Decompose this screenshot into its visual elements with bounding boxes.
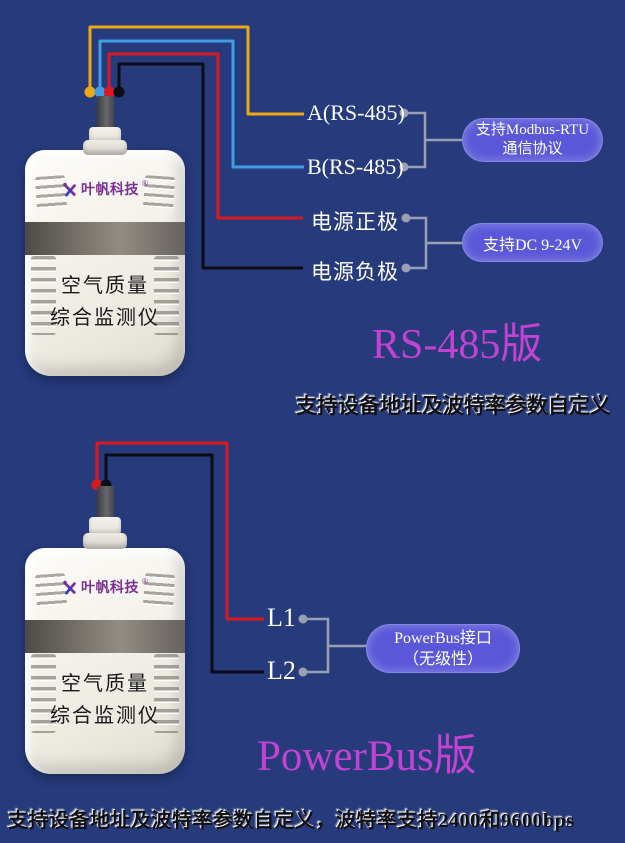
brand-name: 叶帆科技: [81, 579, 140, 595]
brand-row: 叶帆科技 ®: [25, 577, 185, 596]
label-b-rs485: B(RS-485): [307, 154, 404, 179]
callout-powerbus-line1: PowerBus接口: [394, 629, 492, 647]
callout-modbus-line2: 通信协议: [502, 141, 563, 157]
callout-dc-power: 支持DC 9-24V: [462, 223, 603, 262]
wire-power-negative: [117, 62, 303, 270]
terminal-red: [104, 86, 115, 98]
device-name-line1: 空气质量: [61, 275, 149, 297]
label-l1: L1: [267, 603, 296, 632]
label-a-rs485: A(RS-485): [307, 100, 405, 125]
label-power-positive: 电源正极: [311, 210, 399, 234]
registered-mark: ®: [142, 179, 148, 188]
device-name: 空气质量 综合监测仪: [25, 270, 185, 334]
callout-powerbus: PowerBus接口 （无级性）: [366, 624, 520, 673]
bracket-rs485: [404, 111, 427, 169]
callout-modbus: 支持Modbus-RTU 通信协议: [462, 118, 603, 162]
label-l2: L2: [267, 656, 296, 685]
dot-l2: [298, 667, 308, 677]
device-powerbus: 叶帆科技 ® 空气质量 综合监测仪: [25, 486, 185, 774]
registered-mark: ®: [142, 577, 148, 586]
wire-powerbus-l2: [104, 453, 264, 674]
device-band: [25, 620, 185, 653]
wire-powerbus-l1: [95, 441, 264, 621]
brand-name: 叶帆科技: [81, 181, 140, 197]
cable-gland-flange: [83, 533, 127, 549]
wire-rs485-b: [98, 39, 304, 169]
callout-dc-power-text: 支持DC 9-24V: [482, 236, 583, 254]
terminal-orange: [84, 86, 96, 98]
terminal-black: [113, 86, 125, 98]
device-name: 空气质量 综合监测仪: [25, 668, 185, 732]
cable-gland: [89, 127, 121, 143]
callout-powerbus-line2: （无级性）: [402, 650, 483, 668]
vent-bottom-left: [31, 256, 56, 335]
dot-l1: [298, 614, 308, 624]
device-name-line2: 综合监测仪: [50, 307, 160, 329]
dot-b: [399, 162, 409, 172]
vent-bottom-right: [154, 256, 179, 335]
dot-power-neg: [401, 263, 411, 273]
device-name-line1: 空气质量: [61, 673, 149, 695]
version-title-rs485: RS-485版: [372, 322, 543, 368]
device-rs485: 叶帆科技 ® 空气质量 综合监测仪: [25, 96, 185, 376]
dot-power-pos: [401, 213, 411, 223]
callout-modbus-line1: 支持Modbus-RTU: [475, 122, 590, 138]
wire-power-positive: [107, 52, 303, 220]
cable-gland-flange: [83, 140, 127, 155]
bracket-powerbus: [303, 617, 330, 674]
terminal-blue: [94, 86, 106, 98]
cable: [97, 96, 114, 134]
bracket-power: [406, 216, 428, 270]
device-band: [25, 222, 185, 255]
brand-logo-icon: [63, 182, 76, 197]
version-title-powerbus: PowerBus版: [257, 733, 477, 780]
connector-dots: [298, 108, 411, 677]
wire-rs485-a: [88, 25, 304, 116]
vent-bottom-left: [31, 654, 56, 733]
brand-logo-icon: [63, 580, 76, 595]
dot-a: [399, 108, 409, 118]
device-name-line2: 综合监测仪: [50, 705, 160, 727]
brand-row: 叶帆科技 ®: [25, 179, 185, 198]
note-footer: 支持设备地址及波特率参数自定义，波特率支持2400和9600bps: [8, 810, 575, 832]
callout-brackets: [303, 111, 463, 674]
label-power-negative: 电源负极: [311, 260, 399, 284]
note-rs485: 支持设备地址及波特率参数自定义: [296, 394, 611, 418]
cable-gland: [89, 517, 121, 535]
vent-bottom-right: [154, 654, 179, 733]
